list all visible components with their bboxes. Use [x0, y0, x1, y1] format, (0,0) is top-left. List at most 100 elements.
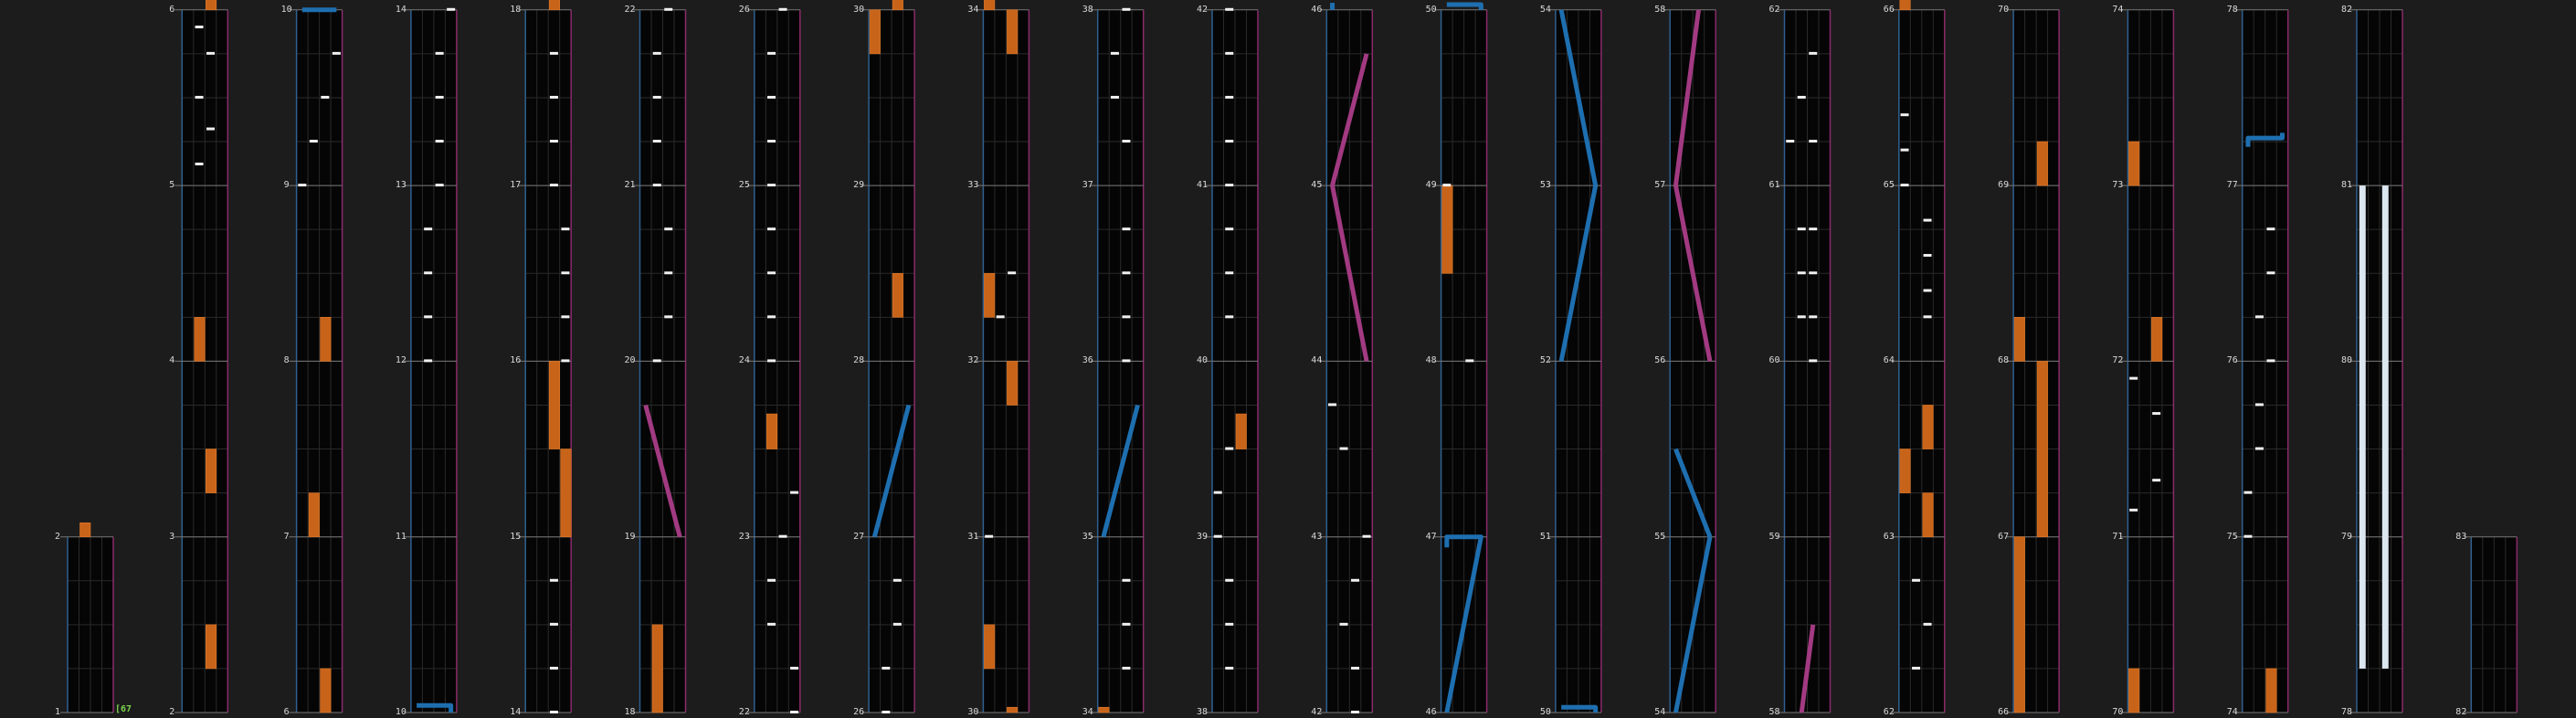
measure-number: 16 — [510, 355, 522, 366]
hold-note — [2036, 361, 2048, 537]
tap-note — [664, 315, 673, 319]
slide-pink — [1799, 624, 1816, 713]
tap-note — [1912, 578, 1921, 582]
hold-note — [1922, 492, 1934, 538]
tap-note — [1786, 140, 1795, 143]
tap-note — [424, 227, 433, 231]
measure-number: 6 — [283, 707, 290, 717]
hold-note — [194, 317, 206, 362]
measure-number: 69 — [1998, 180, 2010, 191]
tap-note — [1923, 622, 1932, 626]
measure-number: 39 — [1197, 531, 1209, 542]
measure-number: 47 — [1425, 531, 1437, 542]
measure-number: 65 — [1883, 180, 1895, 191]
tap-note — [561, 315, 570, 319]
measure-number: 32 — [967, 355, 979, 366]
tap-note — [2152, 479, 2161, 482]
tap-note — [1923, 254, 1932, 258]
measure-number: 59 — [1768, 531, 1780, 542]
measure-number: 15 — [510, 531, 522, 542]
long-hold-note — [2359, 185, 2366, 669]
tap-note — [652, 51, 661, 55]
measure-number: 71 — [2112, 531, 2124, 542]
measure-number: 61 — [1768, 180, 1780, 191]
hold-note — [308, 492, 320, 538]
measure-number: 11 — [395, 531, 406, 542]
tap-note — [195, 95, 204, 99]
tap-note — [424, 359, 433, 363]
tap-note — [767, 359, 776, 363]
tap-note — [1351, 711, 1360, 713]
measure-number: 68 — [1998, 355, 2010, 366]
measure-number: 57 — [1654, 180, 1666, 191]
measure-number: 45 — [1311, 180, 1323, 191]
tap-note — [1008, 271, 1017, 275]
measure-number: 36 — [1082, 355, 1093, 366]
measure-number: 20 — [624, 355, 636, 366]
tap-note — [549, 51, 558, 55]
measure-number: 30 — [853, 4, 865, 15]
tap-note — [2243, 534, 2253, 538]
measure-number: 46 — [1425, 707, 1437, 717]
tap-note — [1213, 491, 1222, 494]
slide-pink — [1330, 53, 1369, 186]
measure-number: 34 — [1082, 707, 1093, 717]
hold-note — [1235, 413, 1247, 449]
tap-note — [1797, 95, 1806, 99]
slide-blue — [2245, 132, 2285, 147]
tap-note — [1900, 148, 1909, 152]
tap-note — [2266, 359, 2275, 363]
tap-note — [1225, 622, 1234, 626]
hold-note — [1441, 185, 1453, 274]
measure-number: 44 — [1311, 355, 1323, 366]
tap-note — [549, 578, 558, 582]
tap-note — [1122, 315, 1131, 319]
tap-note — [1923, 218, 1932, 222]
tap-note — [790, 711, 799, 713]
measure-number: 8 — [283, 355, 290, 366]
combo-counter: [67 — [115, 704, 132, 714]
tap-note — [1225, 578, 1234, 582]
tap-note — [2129, 508, 2138, 512]
tap-note — [767, 622, 776, 626]
tap-note — [549, 95, 558, 99]
hold-note — [206, 0, 217, 11]
measure-number: 55 — [1654, 531, 1666, 542]
tap-note — [767, 315, 776, 319]
tap-note — [1225, 140, 1234, 143]
measure-number: 1 — [55, 707, 61, 717]
hold-note — [765, 413, 778, 449]
measure-number: 10 — [395, 707, 406, 717]
tap-note — [2243, 491, 2253, 494]
measure-number: 58 — [1768, 707, 1780, 717]
tap-note — [435, 95, 444, 99]
tap-note — [1225, 184, 1234, 187]
hold-note — [2013, 536, 2025, 713]
measure-number: 64 — [1883, 355, 1895, 366]
tap-note — [652, 95, 661, 99]
tap-note — [561, 271, 570, 275]
measure-number: 26 — [738, 4, 750, 15]
tap-note — [882, 711, 891, 713]
hold-note — [206, 449, 217, 493]
measure-number: 80 — [2341, 355, 2353, 366]
measure-number: 62 — [1768, 4, 1780, 15]
hold-note — [1922, 405, 1934, 449]
tap-note — [1797, 315, 1806, 319]
measure-number: 24 — [738, 355, 750, 366]
slide-blue — [871, 404, 912, 538]
slide-blue — [1561, 704, 1599, 713]
measure-number: 62 — [1883, 707, 1895, 717]
measure-number: 53 — [1539, 180, 1551, 191]
tap-note — [549, 184, 558, 187]
tap-note — [1339, 447, 1348, 450]
measure-number: 83 — [2455, 531, 2467, 542]
tap-note — [1351, 578, 1360, 582]
tap-note — [790, 491, 799, 494]
measure-number: 79 — [2341, 531, 2353, 542]
slide-blue — [1558, 185, 1599, 362]
tap-note — [1225, 227, 1234, 231]
slide-pink — [1673, 185, 1713, 362]
tap-note — [1225, 95, 1234, 99]
tap-note — [652, 140, 661, 143]
